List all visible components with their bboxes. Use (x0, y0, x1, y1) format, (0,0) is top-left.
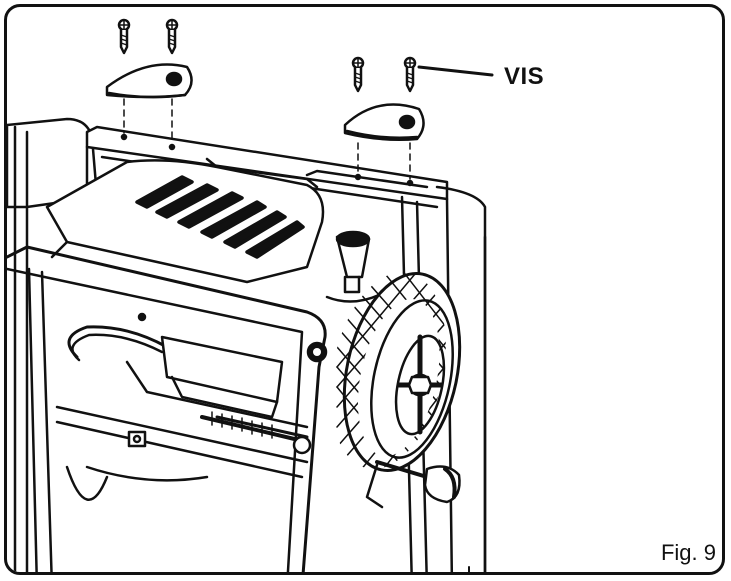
right-screw-b (403, 56, 417, 93)
screw-callout-label: VIS (504, 63, 545, 90)
left-screw-b (165, 18, 179, 55)
right-screw-a (351, 56, 365, 93)
left-housing-panel (7, 117, 99, 572)
motor-housing (45, 159, 325, 284)
front-frame (7, 245, 328, 572)
top-rail (85, 125, 449, 219)
motor-vents (135, 175, 305, 259)
left-screw-a (117, 18, 131, 55)
figure-frame: VIS Fig. 9 (4, 4, 725, 575)
internal-mechanism (65, 325, 312, 501)
left-cap-assembly (105, 18, 193, 151)
lead-screw (200, 411, 312, 455)
crank-handle (365, 460, 461, 509)
assembly-drawing (7, 18, 494, 572)
lock-knob (325, 230, 381, 303)
wheel (336, 272, 462, 472)
right-cap-assembly (343, 56, 425, 187)
figure-caption: Fig. 9 (660, 540, 716, 565)
callout-leader-line (417, 65, 494, 77)
